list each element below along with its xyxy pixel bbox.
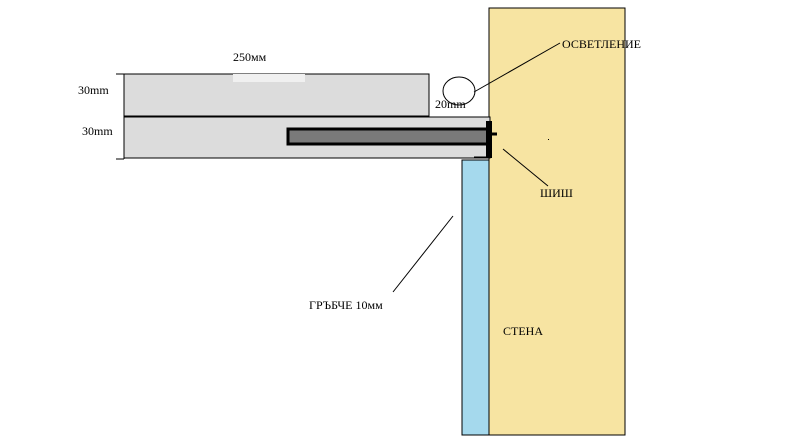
upper-shelf-highlight	[233, 74, 305, 82]
label-width-top: 250мм	[233, 50, 267, 64]
label-back-panel: ГРЪБЧЕ 10мм	[309, 298, 383, 312]
label-gap: 20mm	[435, 97, 466, 111]
wall-dot	[548, 139, 549, 140]
label-thickness-upper: 30mm	[78, 83, 109, 97]
label-pin: ШИШ	[540, 186, 573, 200]
wall-bracket	[486, 121, 492, 158]
back-panel	[461, 159, 490, 436]
leader-line-back-panel	[392, 215, 454, 293]
metal-bar	[286, 127, 490, 146]
leader-line-pin	[502, 148, 549, 187]
label-lighting: ОСВЕТЛЕНИЕ	[562, 37, 641, 51]
label-thickness-lower: 30mm	[82, 124, 113, 138]
leader-line-lighting	[473, 42, 561, 93]
wall	[488, 7, 626, 436]
label-wall: СТЕНА	[503, 324, 543, 338]
